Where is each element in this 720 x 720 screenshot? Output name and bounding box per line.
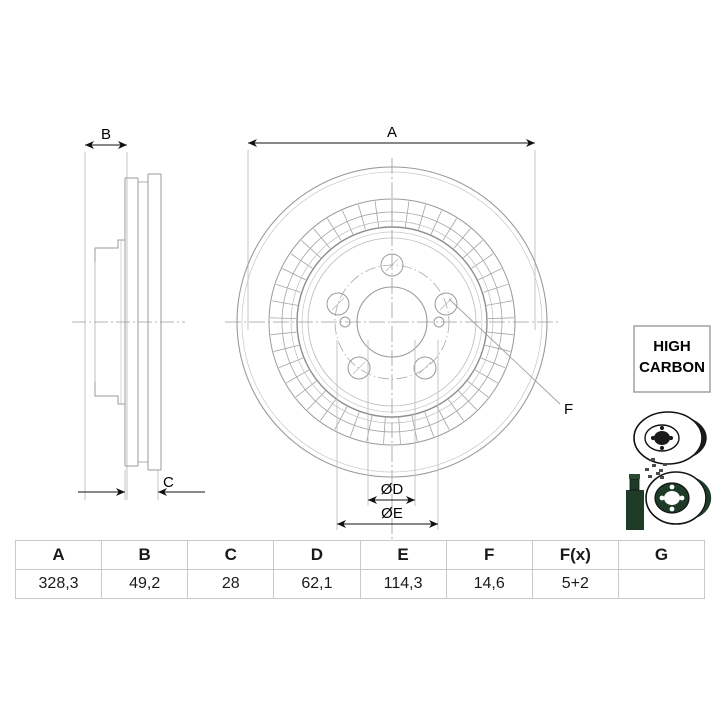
column-header-b: B — [101, 540, 189, 570]
high-carbon-badge-line2: CARBON — [639, 359, 705, 376]
callout-label-f: F — [564, 401, 573, 418]
dimension-label-d: ØD — [381, 481, 404, 498]
brake-disc-vented-icon — [633, 411, 707, 465]
column-header-a: A — [14, 540, 103, 570]
column-header-c: C — [187, 540, 275, 570]
value-b: 49,2 — [101, 569, 189, 599]
brake-disc-coated-icon — [645, 471, 712, 525]
high-carbon-badge — [633, 325, 711, 393]
column-header-e: E — [359, 540, 447, 570]
value-d: 62,1 — [273, 569, 361, 599]
value-f: 14,6 — [445, 569, 533, 599]
spray-mist — [645, 458, 667, 479]
value-fx: 5+2 — [531, 569, 619, 599]
column-header-f: F — [445, 540, 533, 570]
column-header-fx: F(x) — [531, 540, 619, 570]
column-header-d: D — [273, 540, 361, 570]
spray-can-icon — [626, 458, 667, 530]
callout-leader-f — [448, 298, 561, 405]
dimension-label-e: ØE — [381, 505, 403, 522]
side-view-group: B — [72, 126, 205, 500]
value-g — [617, 569, 706, 599]
table-header-row: A B C D E F F(x) G — [14, 540, 706, 570]
dimension-label-b: B — [101, 126, 111, 143]
table-row: 328,3 49,2 28 62,1 114,3 14,6 5+2 — [14, 569, 706, 599]
dimension-label-a: A — [387, 124, 397, 141]
column-header-g: G — [617, 540, 706, 570]
value-c: 28 — [187, 569, 275, 599]
front-view-group: A — [225, 124, 573, 540]
value-a: 328,3 — [14, 569, 103, 599]
feature-panel: HIGH CARBON — [626, 325, 712, 530]
specification-table: A B C D E F F(x) G 328,3 49,2 28 62,1 11… — [14, 540, 706, 599]
dimension-label-c: C — [163, 474, 174, 491]
value-e: 114,3 — [359, 569, 447, 599]
high-carbon-badge-line1: HIGH — [653, 338, 691, 355]
